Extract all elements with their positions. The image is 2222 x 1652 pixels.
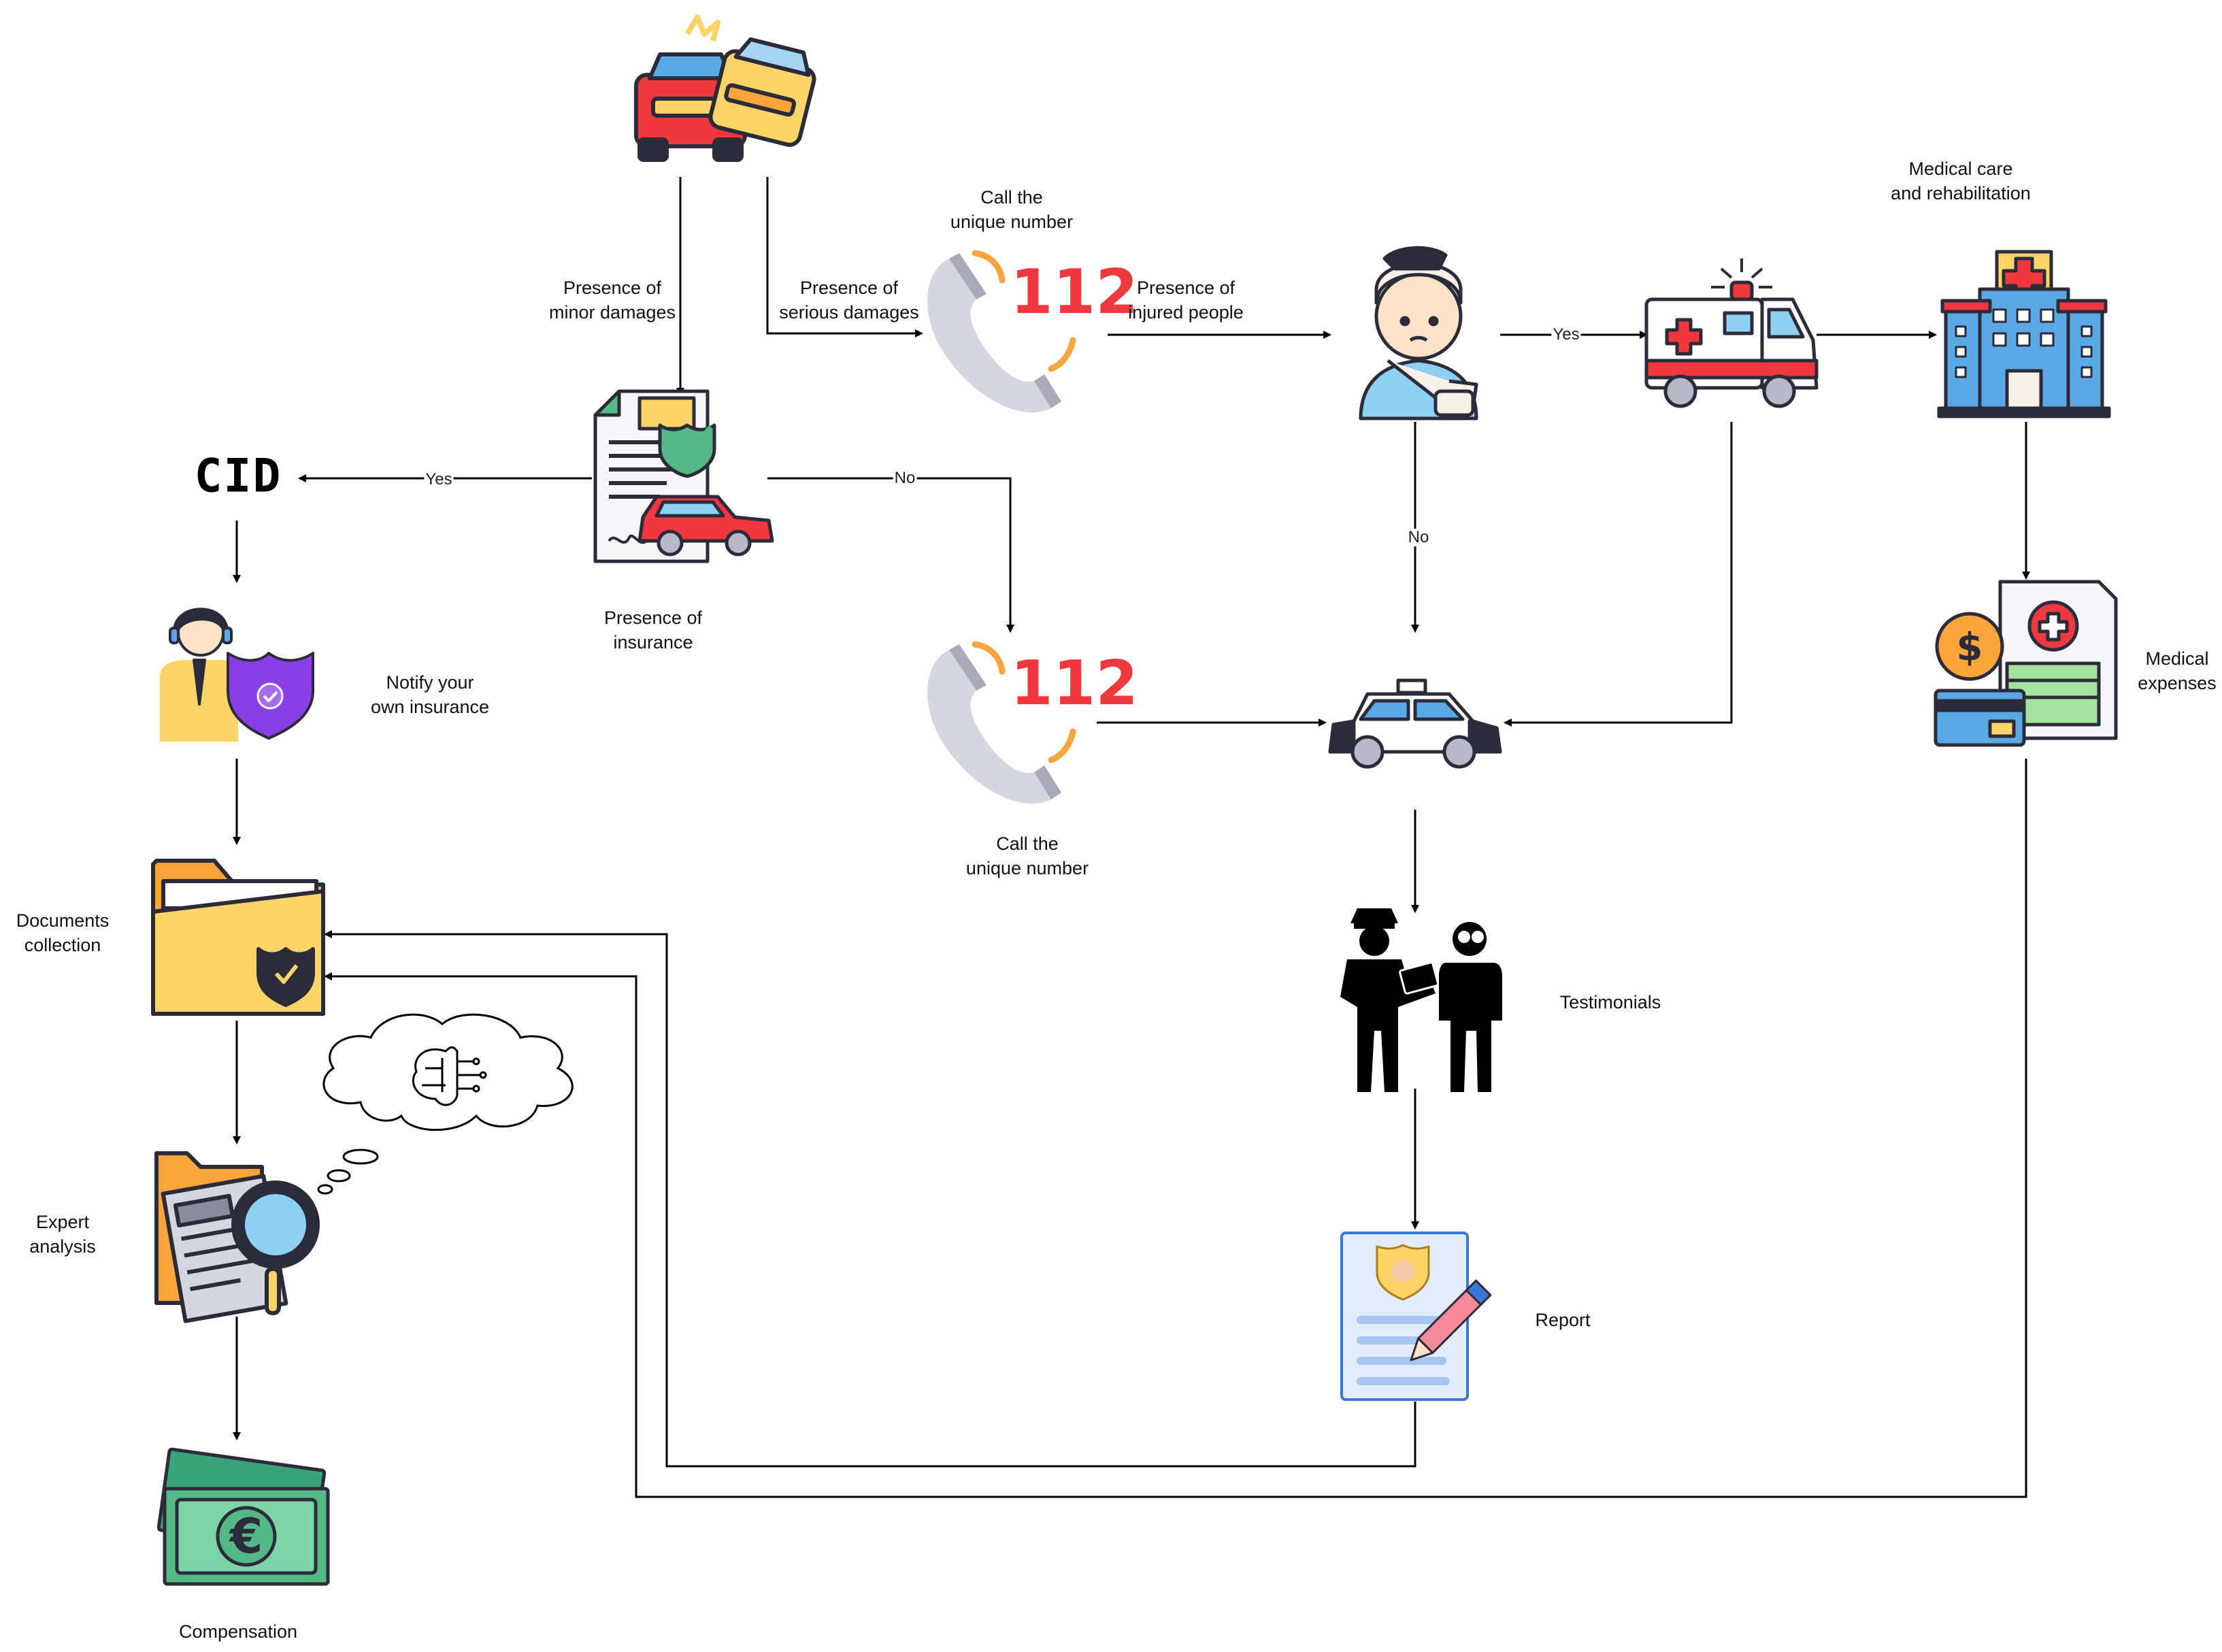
edge-label-insurance-no: No [893, 469, 917, 487]
medical-expenses-label: Medical expenses [2138, 648, 2217, 693]
connectors [233, 177, 2030, 1498]
edge-accident-to-call [766, 177, 923, 337]
svg-text:$: $ [1957, 625, 1983, 670]
insurance-label: Presence of insurance [603, 608, 703, 652]
insurance-agent-icon [160, 608, 314, 742]
edge-report-to-documents [324, 930, 1416, 1468]
edge-label-ambulance-yes: Yes [1551, 325, 1581, 344]
call-top-label: Call the unique number [950, 187, 1074, 232]
hospital-label: Medical care and rehabilitation [1891, 159, 2031, 203]
ambulance-icon [1644, 259, 1819, 408]
medical-bill-icon: $ [1934, 580, 2118, 747]
compensation-label: Compensation [178, 1621, 298, 1642]
edge-label-serious-damages: Presence of serious damages [779, 278, 919, 323]
svg-text:€: € [229, 1508, 263, 1564]
testimonials-label: Testimonials [1559, 992, 1661, 1012]
notify-label: Notify your own insurance [370, 672, 490, 717]
cid-label: CID [194, 449, 282, 503]
insurance-document-icon [593, 389, 774, 563]
euro-banknotes-icon: € [156, 1447, 330, 1586]
phone-112-top-icon: 112 [927, 250, 1138, 413]
police-witness-icon [1340, 908, 1502, 1092]
edge-insurance-to-call [767, 477, 1014, 633]
phone-112-mid-icon: 112 [927, 641, 1138, 804]
police-car-icon [1328, 678, 1502, 769]
report-label: Report [1535, 1310, 1591, 1330]
folder-shield-icon [151, 859, 325, 1016]
edge-expenses-to-documents [324, 759, 2027, 1498]
documents-label: Documents collection [16, 910, 110, 955]
police-report-icon [1340, 1232, 1492, 1401]
expert-label: Expert analysis [29, 1212, 96, 1257]
number-112-top: 112 [1010, 257, 1138, 328]
magnifier-document-icon [154, 1151, 320, 1323]
hospital-icon [1937, 250, 2111, 418]
edge-label-cid-yes: Yes [424, 470, 454, 489]
car-crash-icon [634, 14, 816, 162]
edge-ambulance-to-police [1504, 422, 1733, 727]
injured-people-label: Presence of injured people [1128, 278, 1244, 323]
edge-label-injured-no: No [1406, 528, 1431, 546]
brain-thought-icon [317, 1013, 574, 1195]
injured-person-icon [1359, 246, 1478, 420]
call-mid-label: Call the unique number [965, 833, 1089, 878]
edge-label-minor-damages: Presence of minor damages [548, 278, 676, 323]
number-112-mid: 112 [1010, 648, 1138, 719]
